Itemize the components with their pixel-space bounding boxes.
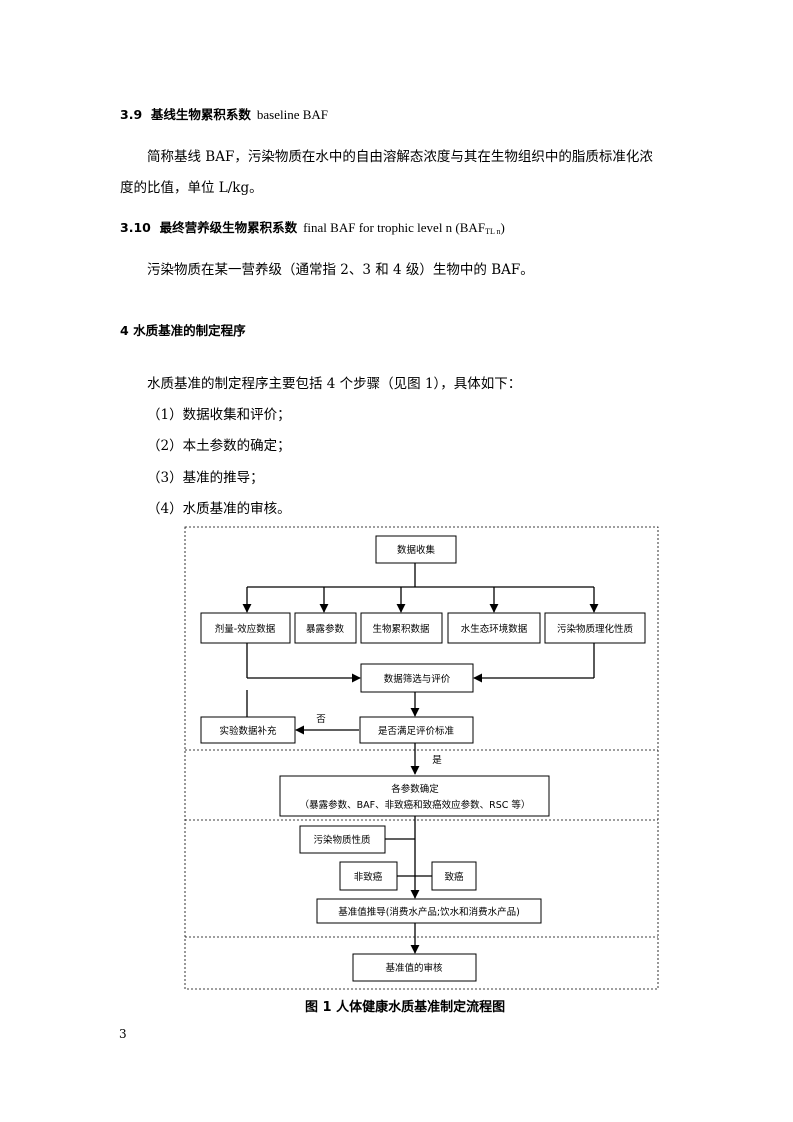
- pollutant-nature-label: 污染物质性质: [313, 834, 371, 846]
- exposure-label: 暴露参数: [306, 623, 345, 635]
- page-number: 3: [119, 1027, 127, 1041]
- collect-box: [375, 535, 457, 564]
- derive-box: [316, 898, 542, 924]
- derive-label: 基准值推导(消费水产品;饮水和消费水产品): [338, 906, 520, 918]
- list-item: （2）本土参数的确定；: [147, 438, 291, 454]
- carc-label: 致癌: [444, 871, 464, 883]
- yes-label: 是: [432, 755, 442, 766]
- noncarc-label: 非致癌: [354, 871, 383, 883]
- bioacc-label: 生物累积数据: [372, 623, 430, 635]
- review-box: [352, 953, 477, 982]
- section-number: 4: [120, 323, 129, 338]
- meet-box: [359, 716, 474, 744]
- bioacc-box: [360, 612, 443, 644]
- list-item: （3）基准的推导；: [147, 470, 264, 486]
- params-label-line2: （暴露参数、BAF、非致癌和致癌效应参数、RSC 等）: [300, 799, 531, 811]
- meet-label: 是否满足评价标准: [378, 725, 455, 737]
- eco-label: 水生态环境数据: [461, 623, 528, 635]
- dose-box: [200, 612, 291, 644]
- dose-label: 剂量-效应数据: [215, 623, 276, 635]
- carc-box: [431, 861, 477, 891]
- exposure-box: [294, 612, 357, 644]
- physchem-box: [544, 612, 646, 644]
- paragraph-line: 污染物质在某一营养级（通常指 2、3 和 4 级）生物中的 BAF。: [147, 262, 534, 278]
- params-box: [279, 775, 550, 817]
- flowchart-frame: [184, 526, 659, 990]
- section-title: 水质基准的制定程序: [133, 323, 246, 338]
- figure-caption: 图 1 人体健康水质基准制定流程图: [305, 1000, 506, 1015]
- section-title-en: baseline BAF: [256, 107, 329, 122]
- paragraph-line: 简称基线 BAF，污染物质在水中的自由溶解态浓度与其在生物组织中的脂质标准化浓: [147, 149, 653, 165]
- section-title-en: final BAF for trophic level n (BAFTL n): [303, 220, 505, 236]
- section-title-en-close: ): [500, 220, 505, 235]
- review-label: 基准值的审核: [385, 962, 443, 974]
- list-item: （1）数据收集和评价；: [147, 407, 291, 423]
- section-3-9-heading: 3.9 基线生物累积系数 baseline BAF: [120, 104, 328, 123]
- collect-label: 数据收集: [397, 544, 436, 556]
- subscript: TL n: [485, 227, 501, 236]
- section-title: 最终营养级生物累积系数: [159, 220, 298, 235]
- screen-label: 数据筛选与评价: [384, 673, 451, 685]
- physchem-label: 污染物质理化性质: [557, 623, 634, 635]
- supplement-label: 实验数据补充: [219, 725, 277, 737]
- paragraph-line: 水质基准的制定程序主要包括 4 个步骤（见图 1），具体如下：: [147, 376, 522, 392]
- eco-box: [447, 612, 541, 644]
- params-label-line1: 各参数确定: [391, 783, 439, 795]
- section-title: 基线生物累积系数: [150, 107, 251, 122]
- section-number: 3.9: [120, 107, 143, 122]
- section-3-10-heading: 3.10 最终营养级生物累积系数 final BAF for trophic le…: [120, 217, 505, 236]
- section-4-heading: 4 水质基准的制定程序: [120, 320, 246, 339]
- supplement-box: [200, 716, 296, 744]
- screen-box: [360, 663, 474, 693]
- section-number: 3.10: [120, 220, 151, 235]
- list-item: （4）水质基准的审核。: [147, 501, 291, 517]
- paragraph-line: 度的比值，单位 L/kg。: [120, 180, 263, 196]
- pollutant-nature-box: [299, 825, 386, 854]
- noncarc-box: [339, 861, 398, 891]
- section-title-en-text: final BAF for trophic level n (BAF: [303, 220, 486, 235]
- no-label: 否: [316, 714, 326, 725]
